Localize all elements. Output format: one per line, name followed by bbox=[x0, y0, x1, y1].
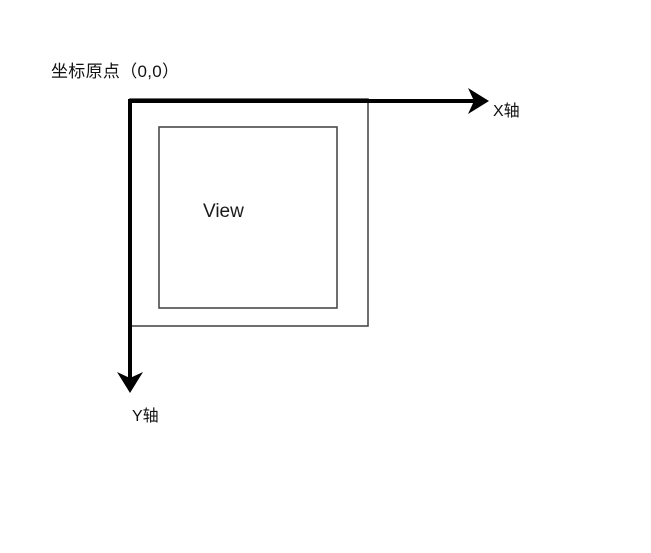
view-rectangle bbox=[158, 126, 338, 309]
x-axis-label: X轴 bbox=[493, 103, 520, 120]
x-axis-arrowhead bbox=[468, 88, 489, 114]
view-label: View bbox=[203, 201, 244, 222]
y-axis-label: Y轴 bbox=[132, 408, 159, 425]
window-bounds-rectangle bbox=[129, 98, 369, 327]
origin-label: 坐标原点（0,0） bbox=[51, 62, 180, 81]
y-axis-arrowhead bbox=[117, 372, 143, 393]
